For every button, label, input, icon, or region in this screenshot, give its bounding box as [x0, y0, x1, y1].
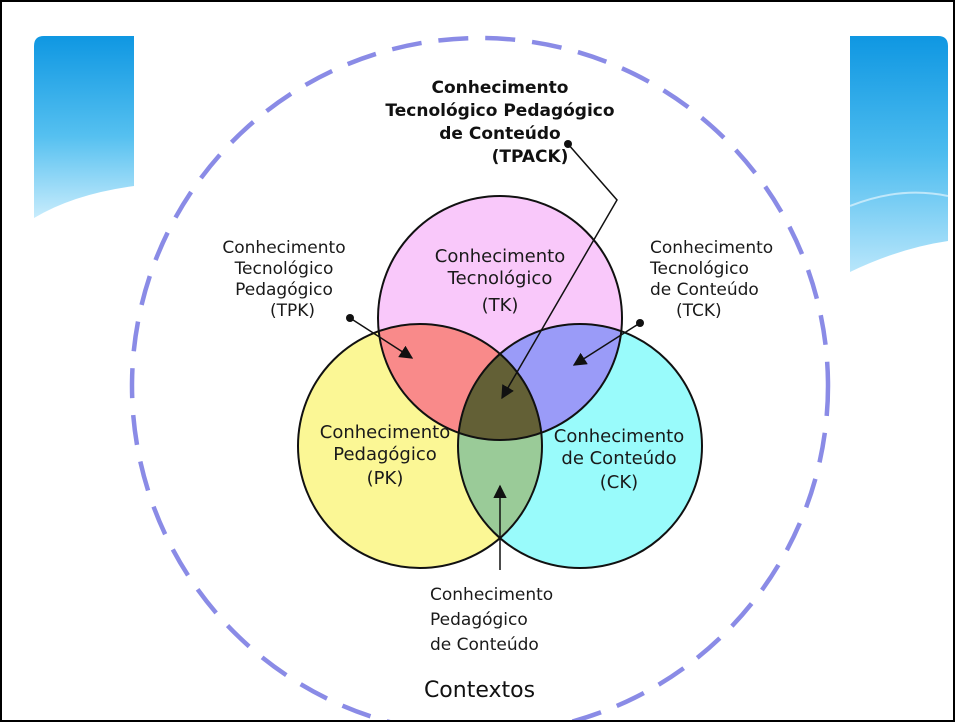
tpk-label-line4: (TPK)	[270, 301, 316, 321]
tpack-label-line2: Tecnológico Pedagógico	[385, 101, 615, 121]
tck-pointer-arrow	[572, 322, 641, 366]
pck-label-line3: de Conteúdo	[430, 635, 539, 655]
pk-label-line2: Pedagógico	[333, 444, 437, 465]
tpack-label-line1: Conhecimento	[431, 78, 569, 98]
tck-label-line1: Conhecimento	[650, 238, 774, 258]
pk-circle-outline	[297, 323, 543, 569]
tpack-label-line3: de Conteúdo	[439, 124, 561, 144]
tpack-region	[458, 324, 542, 440]
ck-label-line1: Conhecimento	[553, 426, 685, 447]
tk-label-line2: Tecnológico	[447, 268, 553, 289]
tpk-label-line1: Conhecimento	[222, 238, 346, 258]
tpk-label: Conhecimento Tecnológico Pedagógico (TPK…	[214, 238, 354, 322]
ck-label-line2: de Conteúdo	[561, 448, 677, 469]
tpk-label-line3: Pedagógico	[235, 280, 333, 300]
tck-label-line2: Tecnológico	[650, 259, 749, 279]
tck-label-line4: (TCK)	[676, 301, 722, 321]
pck-label: Conhecimento Pedagógico de Conteúdo	[430, 585, 590, 656]
tpk-label-line2: Tecnológico	[234, 259, 334, 279]
ck-label-line3: (CK)	[599, 472, 639, 493]
tk-label-line3: (TK)	[481, 295, 519, 316]
tpack-pointer-arrow	[501, 143, 618, 400]
tck-label: Conhecimento Tecnológico de Conteúdo (TC…	[650, 238, 800, 322]
tpk-pointer-arrow	[349, 317, 414, 359]
tpack-label-line4: (TPACK)	[491, 147, 569, 167]
right-banner-decoration	[850, 36, 948, 272]
ck-label: Conhecimento de Conteúdo (CK)	[534, 426, 704, 494]
pck-label-line2: Pedagógico	[430, 610, 528, 630]
contexts-dashed-circle	[129, 35, 831, 720]
pk-label-line1: Conhecimento	[319, 422, 451, 443]
pck-label-line1: Conhecimento	[430, 585, 554, 605]
tk-label: Conhecimento Tecnológico (TK)	[400, 246, 600, 317]
ck-circle-outline	[457, 323, 703, 569]
left-banner-decoration	[34, 36, 134, 218]
tk-label-line1: Conhecimento	[434, 246, 566, 267]
tk-circle-outline	[377, 195, 623, 441]
tck-label-line3: de Conteúdo	[650, 280, 759, 300]
pk-label: Conhecimento Pedagógico (PK)	[300, 422, 470, 490]
contexts-label: Contextos	[423, 678, 536, 703]
pk-label-line3: (PK)	[366, 468, 404, 489]
tpack-label: Conhecimento Tecnológico Pedagógico de C…	[360, 77, 640, 169]
